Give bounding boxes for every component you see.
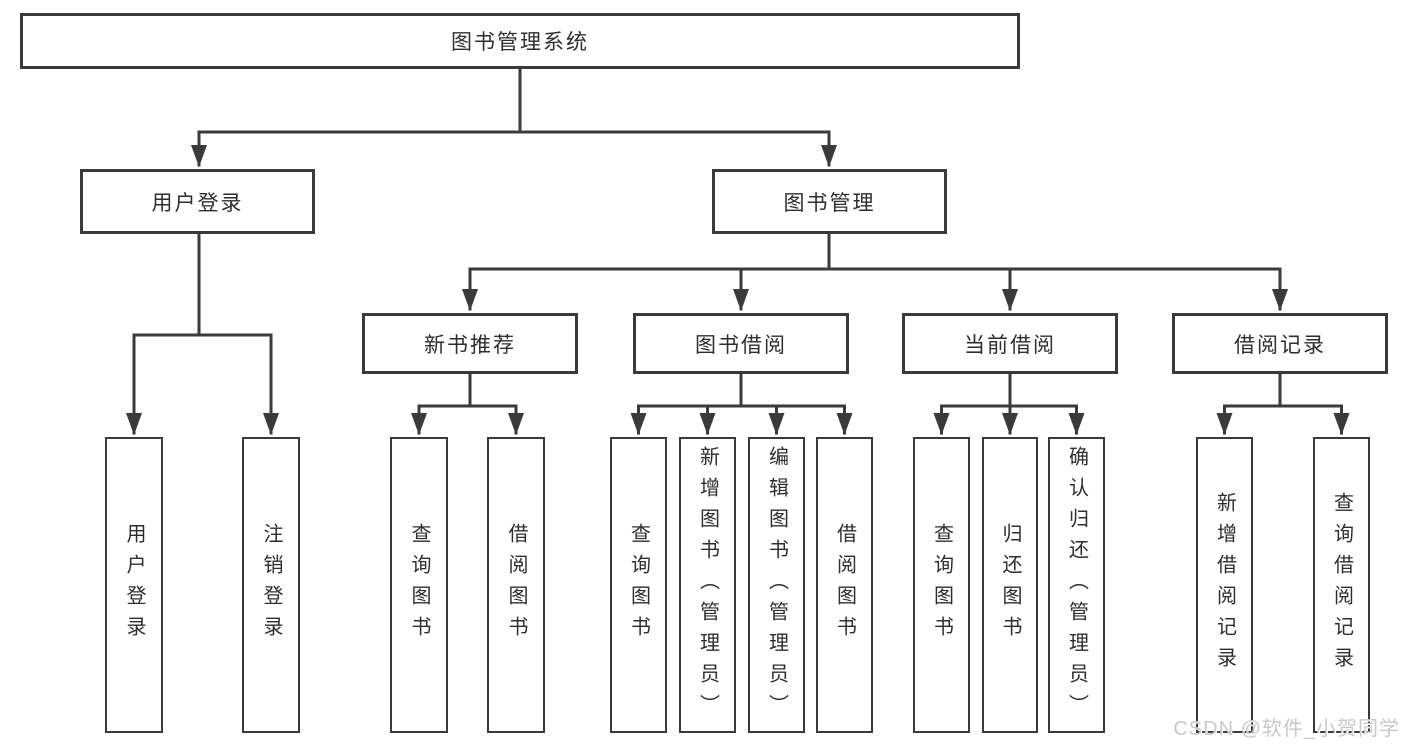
node-current-borrow: 当前借阅 bbox=[902, 313, 1118, 374]
leaf-add-book-admin-label: 新增图书（管理员） bbox=[696, 445, 719, 725]
leaf-borrow-books-recommend-label: 借阅图书 bbox=[505, 523, 527, 647]
leaf-borrow-books-label: 借阅图书 bbox=[833, 523, 856, 647]
leaf-query-borrow-record-label: 查询借阅记录 bbox=[1330, 492, 1353, 678]
connector-root bbox=[191, 67, 837, 167]
leaf-user-login-label: 用户登录 bbox=[123, 523, 145, 647]
leaf-logout-label: 注销登录 bbox=[260, 523, 282, 647]
connector-borrow-records bbox=[1216, 372, 1350, 435]
leaf-query-borrow-record: 查询借阅记录 bbox=[1313, 437, 1370, 733]
leaf-add-book-admin: 新增图书（管理员） bbox=[679, 437, 736, 733]
leaf-query-books-recommend-label: 查询图书 bbox=[408, 523, 430, 647]
leaf-query-books-current-label: 查询图书 bbox=[930, 523, 953, 647]
connector-book-borrow bbox=[630, 372, 853, 435]
leaf-confirm-return-admin-label: 确认归还（管理员） bbox=[1065, 445, 1088, 725]
leaf-edit-book-admin: 编辑图书（管理员） bbox=[748, 437, 805, 733]
leaf-confirm-return-admin: 确认归还（管理员） bbox=[1048, 437, 1105, 733]
leaf-return-book-label: 归还图书 bbox=[999, 523, 1021, 647]
leaf-add-borrow-record-label: 新增借阅记录 bbox=[1213, 492, 1236, 678]
connector-user-login bbox=[126, 232, 279, 435]
leaf-borrow-books: 借阅图书 bbox=[816, 437, 873, 733]
leaf-user-login: 用户登录 bbox=[105, 437, 163, 733]
connector-new-book-recommend bbox=[411, 372, 524, 435]
node-book-management: 图书管理 bbox=[712, 169, 947, 234]
leaf-query-books-borrow: 查询图书 bbox=[610, 437, 667, 733]
node-borrow-records: 借阅记录 bbox=[1172, 313, 1388, 374]
leaf-borrow-books-recommend: 借阅图书 bbox=[487, 437, 545, 733]
leaf-logout: 注销登录 bbox=[242, 437, 300, 733]
connector-book-management bbox=[462, 232, 1288, 311]
leaf-edit-book-admin-label: 编辑图书（管理员） bbox=[765, 445, 788, 725]
leaf-add-borrow-record: 新增借阅记录 bbox=[1196, 437, 1253, 733]
leaf-query-books-recommend: 查询图书 bbox=[390, 437, 448, 733]
node-user-login: 用户登录 bbox=[80, 169, 315, 234]
csdn-watermark: CSDN @软件_小贺同学 bbox=[1173, 718, 1400, 740]
node-root: 图书管理系统 bbox=[20, 13, 1020, 69]
leaf-return-book: 归还图书 bbox=[982, 437, 1038, 733]
node-book-borrow: 图书借阅 bbox=[633, 313, 849, 374]
leaf-query-books-borrow-label: 查询图书 bbox=[627, 523, 650, 647]
leaf-query-books-current: 查询图书 bbox=[913, 437, 970, 733]
connector-current-borrow bbox=[933, 372, 1085, 435]
node-new-book-recommend: 新书推荐 bbox=[362, 313, 578, 374]
